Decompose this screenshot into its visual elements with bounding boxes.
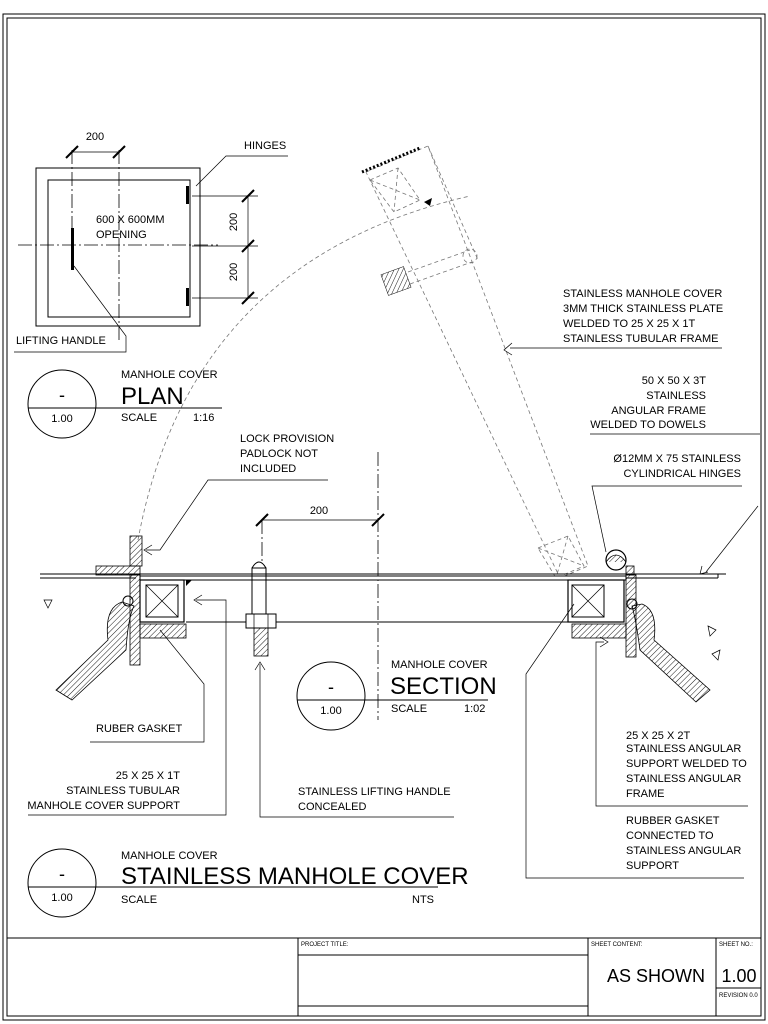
left-dowel [55, 601, 135, 701]
section-tag-symbol-bottom: 1.00 [320, 705, 341, 717]
plan-dim-200-right-a: 200 [228, 213, 240, 231]
plan-tag-symbol-top: - [59, 385, 65, 405]
plan-lifting-handle [71, 228, 74, 270]
angular-frame-note-line-1: 50 X 50 X 3T [642, 375, 706, 387]
section-tag-title-small: MANHOLE COVER [391, 659, 488, 671]
section-tag-scale-value: 1:02 [464, 703, 485, 715]
plan-tag-scale-value: 1:16 [193, 412, 214, 424]
hinges-note-line-2: CYLINDRICAL HINGES [623, 468, 741, 480]
section-dim-200: 200 [310, 505, 328, 517]
section-view-tag: - 1.00 MANHOLE COVER SECTION SCALE 1:02 [296, 659, 497, 731]
tubular-support-note-line-2: STAINLESS TUBULAR [66, 785, 180, 797]
lock-provision [129, 535, 143, 567]
plan-tag-symbol-bottom: 1.00 [51, 413, 72, 425]
plan-hinges-label: HINGES [244, 140, 286, 152]
hinge-mark-top [186, 186, 189, 204]
drawing-scale-label: SCALE [121, 894, 157, 906]
title-block: PROJECT TITLE: SHEET CONTENT: SHEET NO.:… [297, 938, 761, 1016]
angular-support-note-line-3: SUPPORT WELDED TO [626, 758, 747, 770]
cover-swing-arc [137, 195, 471, 541]
right-dowel [631, 603, 711, 703]
plan-opening-label-line-2: OPENING [96, 229, 147, 241]
gasket-left-note: RUBER GASKET [96, 723, 182, 735]
sheet-content-label: SHEET CONTENT: [591, 942, 643, 948]
project-title-label: PROJECT TITLE: [301, 942, 349, 948]
plan-lifting-handle-label: LIFTING HANDLE [16, 335, 106, 347]
plan-view: 200 200 200 600 X 600MM OPENING HINGES L… [14, 131, 288, 353]
cover-note-line-2: 3MM THICK STAINLESS PLATE [563, 303, 723, 315]
right-frame [567, 549, 711, 703]
angular-support-note-line-2: STAINLESS ANGULAR [626, 743, 741, 755]
plan-tag-title-small: MANHOLE COVER [121, 369, 218, 381]
drawing-title-small: MANHOLE COVER [121, 850, 218, 862]
gasket-right-note-line-2: CONNECTED TO [626, 830, 714, 842]
section-tag-symbol-top: - [328, 677, 334, 697]
section-tag-title-large: SECTION [390, 673, 497, 700]
plan-outer-frame [35, 167, 201, 327]
lock-note-line-2: PADLOCK NOT [240, 448, 318, 460]
lifting-handle-note-line-1: STAINLESS LIFTING HANDLE [298, 786, 451, 798]
section-view: 200 STAINLESS MANHOLE COVER 3MM THICK ST… [27, 145, 760, 879]
sheet-no-label: SHEET NO.: [719, 942, 753, 948]
sheet-content-value: AS SHOWN [607, 966, 705, 986]
angular-frame-note-line-2: STAINLESS [646, 390, 706, 402]
tubular-support-note-line-3: MANHOLE COVER SUPPORT [27, 800, 180, 812]
plan-dim-200-right-b: 200 [228, 263, 240, 281]
plan-tag-title-large: PLAN [121, 383, 184, 410]
gasket-right-note-line-3: STAINLESS ANGULAR [626, 845, 741, 857]
left-frame [55, 535, 192, 701]
angular-support-note-line-4: STAINLESS ANGULAR [626, 773, 741, 785]
plan-dim-200-top: 200 [86, 131, 104, 143]
gasket-right-note-line-1: RUBBER GASKET [626, 815, 720, 827]
open-cover-ghost [361, 145, 589, 579]
plan-view-tag: - 1.00 MANHOLE COVER PLAN SCALE 1:16 [27, 369, 222, 439]
cover-note-line-4: STAINLESS TUBULAR FRAME [563, 333, 718, 345]
drawing-tag-symbol-bottom: 1.00 [51, 892, 72, 904]
cover-note-line-3: WELDED TO 25 X 25 X 1T [563, 318, 696, 330]
drawing-scale-value: NTS [412, 894, 434, 906]
gasket-right-note-line-4: SUPPORT [626, 860, 679, 872]
drawing-title-tag: - 1.00 MANHOLE COVER STAINLESS MANHOLE C… [27, 848, 469, 918]
sheet-border [2, 13, 766, 1021]
drawing-tag-symbol-top: - [59, 864, 65, 884]
sheet-no-value: 1.00 [721, 966, 756, 986]
tubular-support-note-line-1: 25 X 25 X 1T [116, 770, 180, 782]
lock-note-line-1: LOCK PROVISION [240, 433, 334, 445]
left-angular-frame [129, 574, 141, 666]
section-tag-scale-label: SCALE [391, 703, 427, 715]
lifting-handle-note-line-2: CONCEALED [298, 801, 367, 813]
hinges-note-line-1: Ø12MM X 75 STAINLESS [613, 453, 741, 465]
plan-opening-label-line-1: 600 X 600MM [96, 214, 164, 226]
angular-frame-note-line-3: ANGULAR FRAME [611, 405, 706, 417]
angular-support-note-line-5: FRAME [626, 788, 665, 800]
lock-note-line-3: INCLUDED [240, 463, 296, 475]
cover-note-line-1: STAINLESS MANHOLE COVER [563, 288, 722, 300]
revision-label: REVISION 0.0 [719, 993, 758, 999]
angular-support-note-line-1: 25 X 25 X 2T [626, 730, 690, 742]
cover-plate [139, 575, 627, 581]
plan-tag-scale-label: SCALE [121, 412, 157, 424]
angular-frame-note-line-4: WELDED TO DOWELS [590, 419, 706, 431]
drawing-title-large: STAINLESS MANHOLE COVER [121, 863, 469, 890]
hinge-mark-bottom [186, 288, 189, 306]
section-lifting-handle [245, 561, 277, 657]
